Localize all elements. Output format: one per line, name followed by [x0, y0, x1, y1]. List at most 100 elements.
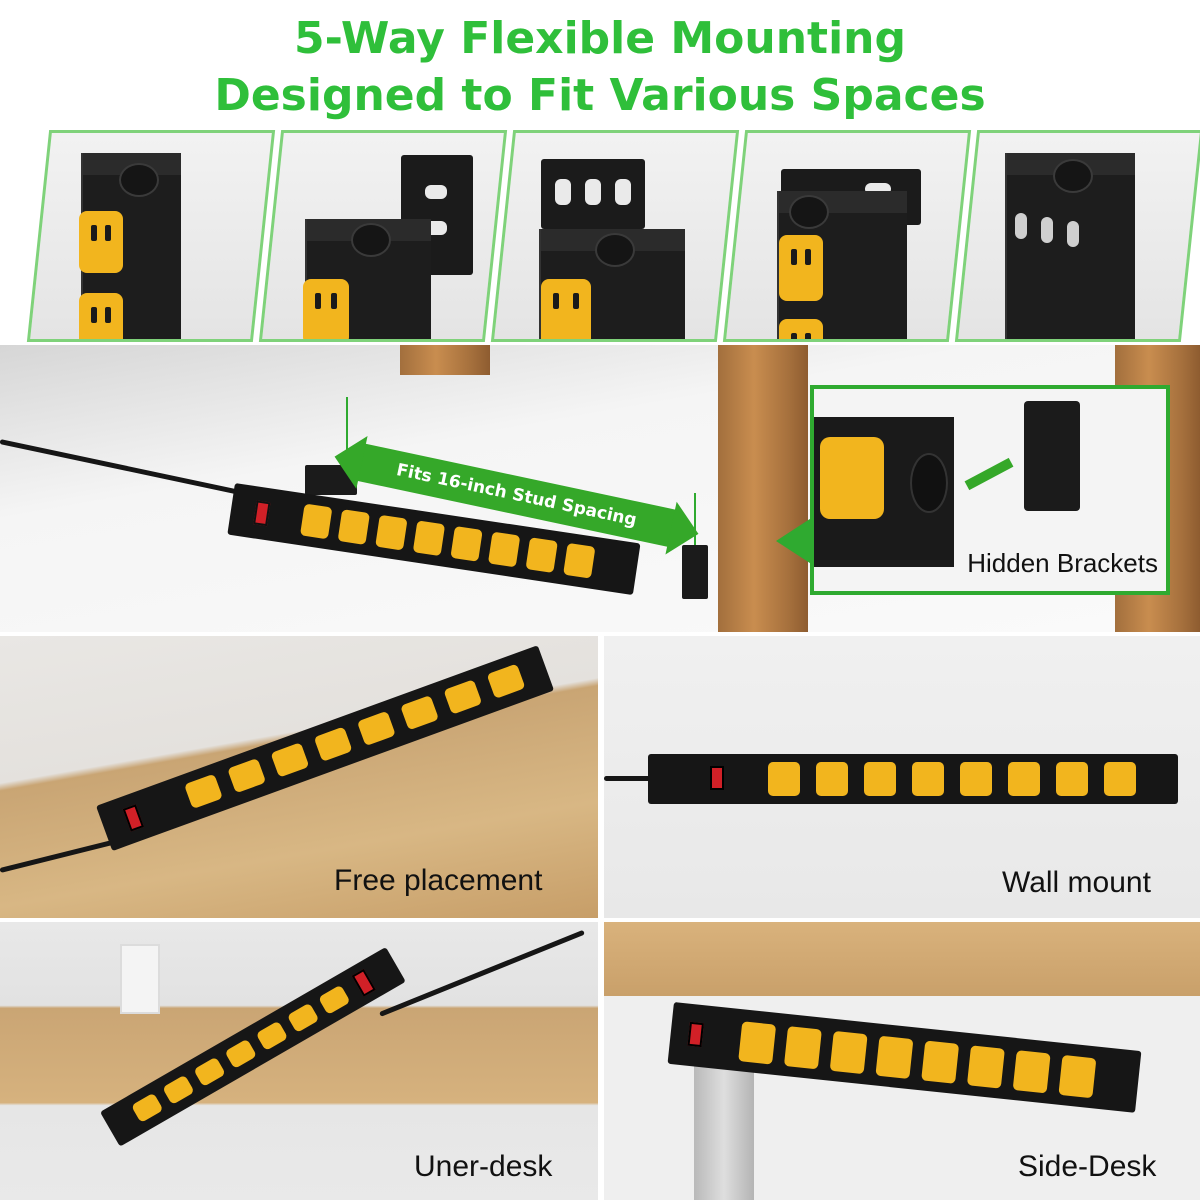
- outlet-icon: [303, 279, 349, 342]
- outlet-icon: [300, 503, 333, 540]
- hidden-brackets-inset: Hidden Brackets: [810, 385, 1170, 595]
- outlet-icon: [525, 537, 558, 574]
- stud-spacing-scene: Fits 16-inch Stud Spacing Hidden Bracket…: [0, 345, 1200, 632]
- outlet-icon: [286, 1002, 320, 1033]
- outlet-icon: [912, 762, 944, 796]
- power-strip-desk: [96, 645, 555, 852]
- strip-vertical: [539, 229, 685, 342]
- outlet-icon: [443, 679, 483, 715]
- outlet-icon: [412, 520, 446, 557]
- outlet-icon: [79, 211, 123, 273]
- outlet-icon: [255, 1020, 289, 1051]
- outlet-icon: [1058, 1054, 1097, 1099]
- desk-top: [604, 922, 1200, 996]
- l-bracket-top-icon: [541, 159, 645, 229]
- mount-tile-hidden-slot: [954, 130, 1200, 342]
- outlet-icon: [966, 1045, 1005, 1089]
- end-cap-knob-icon: [1053, 159, 1093, 193]
- outlet-icon: [820, 437, 884, 519]
- outlet-icon: [375, 514, 408, 551]
- outlet-icon: [162, 1074, 195, 1105]
- power-switch-icon: [122, 804, 145, 832]
- wood-stud: [400, 345, 490, 375]
- outlet-icon: [1012, 1050, 1051, 1094]
- power-switch-icon: [687, 1021, 704, 1048]
- hidden-slot-icon: [1041, 217, 1053, 243]
- outlet-icon: [563, 542, 596, 579]
- desk-bracket: [120, 944, 160, 1014]
- panel-side-desk: Side-Desk: [604, 922, 1200, 1200]
- outlet-icon: [875, 1035, 914, 1080]
- power-cord: [379, 929, 585, 1017]
- outlet-icon: [183, 773, 223, 810]
- outlet-icon: [400, 695, 440, 731]
- end-cap-knob-icon: [351, 223, 391, 257]
- outlet-icon: [487, 531, 521, 568]
- power-cord: [604, 776, 684, 781]
- end-cap-knob-icon: [789, 195, 829, 229]
- mount-tile-u-bracket: [722, 130, 972, 342]
- stud-marker-right: [694, 493, 696, 553]
- power-switch-icon: [253, 500, 271, 527]
- outlet-icon: [313, 726, 353, 762]
- outlet-icon: [450, 525, 483, 562]
- outlet-icon: [130, 1092, 164, 1123]
- strip-vertical: [777, 191, 907, 342]
- end-cap-knob-icon: [595, 233, 635, 267]
- wall-bracket-left: [305, 465, 357, 495]
- outlet-icon: [270, 742, 310, 778]
- headline-line-2: Designed to Fit Various Spaces: [214, 70, 986, 121]
- outlet-icon: [224, 1038, 258, 1069]
- outlet-icon: [356, 710, 396, 747]
- end-cap-knob-icon: [910, 453, 948, 513]
- strip-vertical: [303, 219, 431, 342]
- strip-vertical: [1005, 153, 1135, 342]
- end-cap-knob-icon: [119, 163, 159, 197]
- caption-wall-mount: Wall mount: [1002, 866, 1151, 899]
- outlet-icon: [486, 663, 526, 699]
- inset-pointer-icon: [776, 515, 816, 567]
- hidden-brackets-label: Hidden Brackets: [967, 548, 1158, 578]
- page-headline: 5-Way Flexible Mounting Designed to Fit …: [0, 10, 1200, 124]
- caption-side-desk: Side-Desk: [1018, 1150, 1157, 1183]
- outlet-icon: [864, 762, 896, 796]
- outlet-icon: [318, 984, 351, 1015]
- outlet-icon: [227, 757, 267, 794]
- outlet-icon: [79, 293, 123, 342]
- outlet-icon: [768, 762, 800, 796]
- caption-under-desk: Uner-desk: [414, 1150, 553, 1183]
- mount-tile-l-bracket-side: [258, 130, 508, 342]
- outlet-icon: [1008, 762, 1040, 796]
- panel-under-desk: Uner-desk: [0, 922, 598, 1200]
- outlet-icon: [783, 1026, 822, 1070]
- hidden-bracket-icon: [1024, 401, 1080, 511]
- strip-vertical: [79, 153, 181, 342]
- mount-tile-l-bracket-top: [490, 130, 740, 342]
- panel-free-placement: Free placement: [0, 636, 598, 918]
- outlet-icon: [779, 319, 823, 342]
- outlet-icon: [779, 235, 823, 301]
- arrow-right-icon: [964, 457, 1014, 491]
- headline-line-1: 5-Way Flexible Mounting: [294, 13, 906, 64]
- power-switch-icon: [351, 968, 376, 997]
- outlet-icon: [541, 279, 591, 342]
- outlet-icon: [921, 1040, 960, 1084]
- wall-bracket-right: [682, 545, 708, 599]
- caption-free-placement: Free placement: [334, 864, 543, 897]
- outlet-icon: [960, 762, 992, 796]
- outlet-icon: [337, 509, 371, 545]
- wood-stud: [718, 345, 808, 632]
- power-switch-icon: [710, 766, 724, 790]
- hidden-slot-icon: [1015, 213, 1027, 239]
- hidden-slot-icon: [1067, 221, 1079, 247]
- power-strip-wall-mount: [648, 754, 1178, 804]
- outlet-icon: [1056, 762, 1088, 796]
- outlet-icon: [829, 1030, 868, 1075]
- outlet-icon: [1104, 762, 1136, 796]
- outlet-icon: [738, 1021, 777, 1065]
- outlet-icon: [193, 1056, 226, 1087]
- mount-tile-end-cap: [26, 130, 276, 342]
- stud-marker-left: [346, 397, 348, 489]
- panel-wall-mount: Wall mount: [604, 636, 1200, 918]
- outlet-icon: [816, 762, 848, 796]
